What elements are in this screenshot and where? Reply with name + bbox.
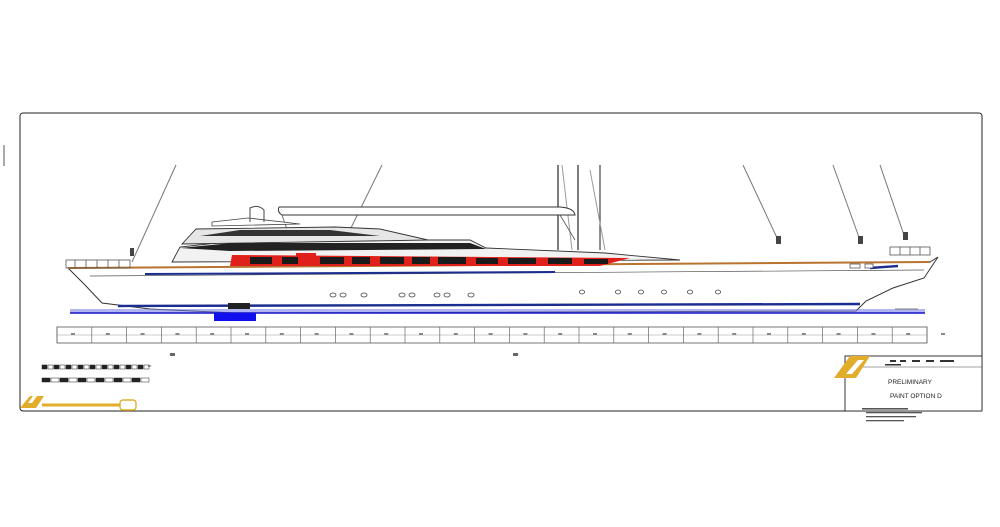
station-mark	[488, 333, 493, 335]
scale-segment	[137, 364, 144, 370]
bow-rail	[889, 246, 931, 256]
scale-bar-icon: m	[41, 363, 152, 383]
propeller-rudder	[214, 313, 256, 321]
station-mark	[71, 333, 75, 335]
station-mark	[836, 333, 841, 335]
scale-segment	[86, 377, 96, 383]
scale-segment	[50, 377, 60, 383]
title-block-subtitle: PAINT OPTION D	[890, 393, 942, 400]
scale-segment	[68, 377, 78, 383]
scale-segment	[104, 377, 114, 383]
scale-segment	[77, 364, 84, 370]
station-mark	[105, 333, 110, 335]
station-mark	[523, 333, 528, 335]
station-mark	[245, 333, 249, 335]
station-mark	[662, 333, 667, 335]
station-mark	[175, 333, 180, 335]
svg-text:m: m	[148, 363, 152, 368]
scale-segment	[41, 377, 51, 383]
rigging	[131, 164, 906, 263]
station-mark	[419, 333, 423, 335]
station-ticks	[56, 327, 928, 343]
station-mark	[767, 333, 771, 335]
portholes	[329, 289, 721, 298]
station-mark	[627, 333, 632, 335]
designer-logo-icon	[20, 392, 137, 411]
scale-segment	[83, 364, 90, 370]
scale-segment	[140, 377, 150, 383]
waterline-shade	[70, 309, 925, 313]
hull	[66, 256, 939, 314]
aft-red-panel	[296, 253, 316, 263]
dark-window-band	[180, 243, 486, 251]
scale-segment	[131, 377, 141, 383]
scale-segment	[65, 364, 72, 370]
scale-segment	[71, 364, 78, 370]
scale-segment	[113, 364, 120, 370]
station-mark	[801, 333, 806, 335]
rigging-turnbuckles	[130, 232, 908, 256]
frame-station-strip	[56, 326, 945, 344]
boom	[277, 206, 576, 216]
station-mark	[314, 333, 319, 335]
station-mark	[210, 333, 215, 335]
station-mark	[384, 333, 389, 335]
scale-segment	[41, 364, 48, 370]
scale-segment	[107, 364, 114, 370]
stern-rail	[65, 259, 131, 269]
station-mark	[941, 333, 945, 335]
station-mark	[593, 333, 597, 335]
station-mark	[140, 333, 145, 335]
station-mark	[697, 333, 702, 335]
scale-segment	[53, 364, 60, 370]
scale-segment	[59, 377, 69, 383]
station-mark	[906, 333, 911, 335]
hull-stripe-bow	[869, 264, 899, 270]
title-block-logo-icon	[834, 356, 870, 378]
upper-window-band	[200, 230, 380, 236]
scale-segment	[131, 364, 138, 370]
station-reference-marks	[170, 353, 518, 356]
scale-segment	[119, 364, 126, 370]
revision-row	[885, 360, 954, 366]
hull-stripe	[144, 271, 556, 275]
title-block: PRELIMINARY PAINT OPTION D	[834, 355, 983, 422]
title-block-project: PRELIMINARY	[888, 379, 933, 386]
station-mark	[732, 333, 737, 335]
notes-lines	[862, 408, 922, 422]
scale-segment	[101, 364, 108, 370]
scale-segment	[77, 377, 87, 383]
station-mark	[871, 333, 876, 335]
waterline-marks	[895, 308, 925, 314]
scale-segment	[89, 364, 96, 370]
radar-arch	[249, 205, 265, 222]
station-mark	[558, 333, 563, 335]
drawing-frame	[19, 112, 983, 412]
scale-segment	[59, 364, 66, 370]
station-mark	[349, 333, 354, 335]
scale-segment	[122, 377, 132, 383]
scale-segment	[95, 364, 102, 370]
scale-segment	[113, 377, 123, 383]
hardtop	[211, 217, 301, 227]
scale-segment	[95, 377, 105, 383]
scale-segment	[47, 364, 54, 370]
scale-segment	[125, 364, 132, 370]
station-marks	[71, 333, 945, 335]
scale-segment	[143, 364, 150, 370]
deck-hatches	[849, 263, 874, 269]
propeller-hub	[228, 303, 250, 309]
station-mark	[453, 333, 458, 335]
superstructure-windows	[250, 257, 608, 264]
station-mark	[279, 333, 284, 335]
